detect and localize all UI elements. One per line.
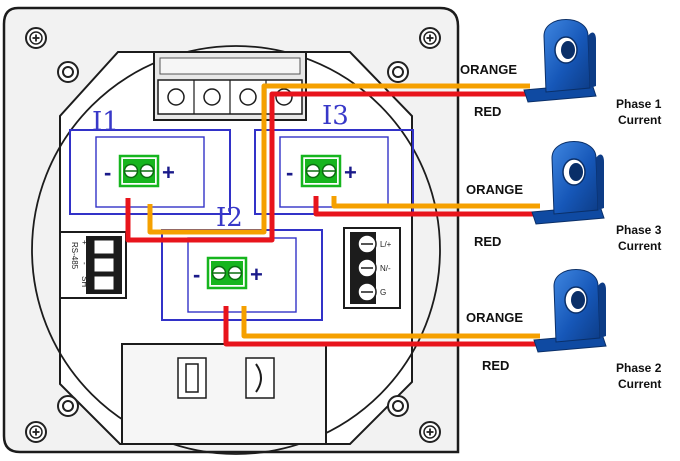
terminal-i3 bbox=[300, 154, 342, 188]
current-sensor-phase2-icon bbox=[533, 268, 607, 353]
terminal-i2-plus: + bbox=[250, 262, 263, 287]
wire-label-phase1-orange: ORANGE bbox=[460, 62, 517, 77]
screw-icon bbox=[25, 27, 47, 49]
terminal-i1-minus: - bbox=[104, 160, 111, 185]
wire-phase1-orange bbox=[147, 83, 530, 235]
rs485-connector: RS-485 + - SH bbox=[59, 231, 127, 299]
mounting-hole-icon bbox=[387, 61, 409, 83]
bottom-socket bbox=[121, 343, 327, 445]
current-sensor-phase3-icon bbox=[531, 140, 605, 225]
wire-phase2 bbox=[223, 306, 540, 347]
wire-phase3-red bbox=[313, 196, 540, 217]
terminal-i1-plus: + bbox=[162, 160, 175, 185]
zone-label-i3: I3 bbox=[322, 101, 349, 131]
zone-label-i2: I2 bbox=[216, 203, 243, 233]
sensor-phase1-line1: Phase 1 bbox=[616, 97, 662, 111]
power-connector: L/+ N/- G bbox=[343, 227, 401, 309]
rs485-pin-shield: SH bbox=[80, 276, 89, 287]
power-pin-line: L/+ bbox=[380, 240, 392, 249]
wire-label-phase1-red: RED bbox=[474, 104, 501, 119]
terminal-i1 bbox=[118, 154, 160, 188]
terminal-i2 bbox=[206, 256, 248, 290]
sensor-phase3-line2: Current bbox=[618, 239, 661, 253]
sensor-phase1-line2: Current bbox=[618, 113, 661, 127]
wire-label-phase2-red: RED bbox=[482, 358, 509, 373]
wire-phase2-red bbox=[223, 306, 540, 347]
terminal-i3-plus: + bbox=[344, 160, 357, 185]
wire-label-phase2-orange: ORANGE bbox=[466, 310, 523, 325]
wire-phase2-orange bbox=[241, 306, 540, 339]
sensor-phase2-line1: Phase 2 bbox=[616, 361, 662, 375]
mounting-hole-icon bbox=[387, 395, 409, 417]
screw-icon bbox=[25, 421, 47, 443]
mounting-hole-icon bbox=[57, 395, 79, 417]
rs485-pin-plus: + bbox=[80, 240, 89, 245]
terminal-i2-minus: - bbox=[193, 262, 200, 287]
sensor-phase2-line2: Current bbox=[618, 377, 661, 391]
wire-phase1 bbox=[125, 83, 530, 243]
wire-label-phase3-orange: ORANGE bbox=[466, 182, 523, 197]
power-pin-neutral: N/- bbox=[380, 264, 391, 273]
wire-phase3 bbox=[313, 196, 540, 217]
zone-label-i1: I1 bbox=[92, 107, 119, 137]
wire-phase3-orange bbox=[331, 196, 540, 209]
power-pin-ground: G bbox=[380, 288, 386, 297]
sensor-phase3-line1: Phase 3 bbox=[616, 223, 662, 237]
terminal-i3-minus: - bbox=[286, 160, 293, 185]
wire-label-phase3-red: RED bbox=[474, 234, 501, 249]
screw-icon bbox=[419, 27, 441, 49]
rs485-pin-minus: - bbox=[80, 262, 89, 265]
rs485-label: RS-485 bbox=[70, 242, 79, 270]
inner-circle bbox=[31, 45, 441, 455]
screw-icon bbox=[419, 421, 441, 443]
wire-phase1-red bbox=[125, 91, 530, 243]
current-sensor-phase1-icon bbox=[523, 18, 597, 103]
mounting-hole-icon bbox=[57, 61, 79, 83]
